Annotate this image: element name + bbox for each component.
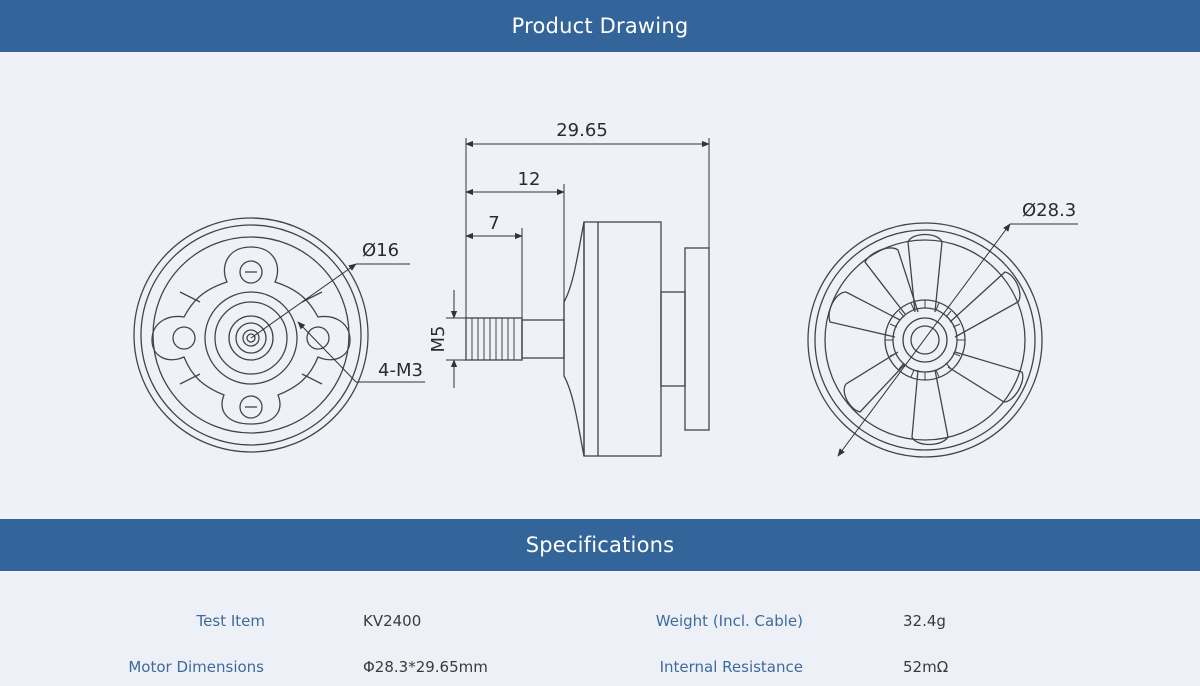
bottom-view: [133, 217, 369, 453]
spec-label-test-item: Test Item: [196, 612, 265, 630]
product-drawing-banner: Product Drawing: [0, 0, 1200, 52]
spec-value-motor-dimensions: Φ28.3*29.65mm: [363, 658, 488, 676]
spec-value-weight: 32.4g: [903, 612, 946, 630]
top-view: [807, 222, 1043, 458]
thread-length-label: 7: [488, 213, 499, 234]
spec-value-internal-resistance: 52mΩ: [903, 658, 949, 676]
thread-size-label: M5: [428, 326, 449, 353]
outer-diameter-label: Ø28.3: [1022, 200, 1076, 221]
product-drawing-title: Product Drawing: [511, 14, 689, 38]
mount-holes-label: 4-M3: [378, 360, 423, 381]
motor-drawing-svg: Ø16 4-M3: [133, 120, 1078, 458]
specifications-title: Specifications: [525, 533, 675, 557]
specifications-table: Test Item KV2400 Weight (Incl. Cable) 32…: [0, 571, 1200, 686]
motor-drawing: Ø16 4-M3: [0, 52, 1200, 519]
spec-label-internal-resistance: Internal Resistance: [659, 658, 803, 676]
spec-value-test-item: KV2400: [363, 612, 422, 630]
side-view: [465, 221, 710, 457]
specifications-banner: Specifications: [0, 519, 1200, 571]
spec-label-weight: Weight (Incl. Cable): [655, 612, 803, 630]
spec-label-motor-dimensions: Motor Dimensions: [128, 658, 264, 676]
mount-pattern-diameter-label: Ø16: [362, 240, 399, 261]
total-length-label: 29.65: [556, 120, 608, 141]
mount-lobes: [151, 246, 351, 425]
shaft-length-label: 12: [518, 169, 541, 190]
